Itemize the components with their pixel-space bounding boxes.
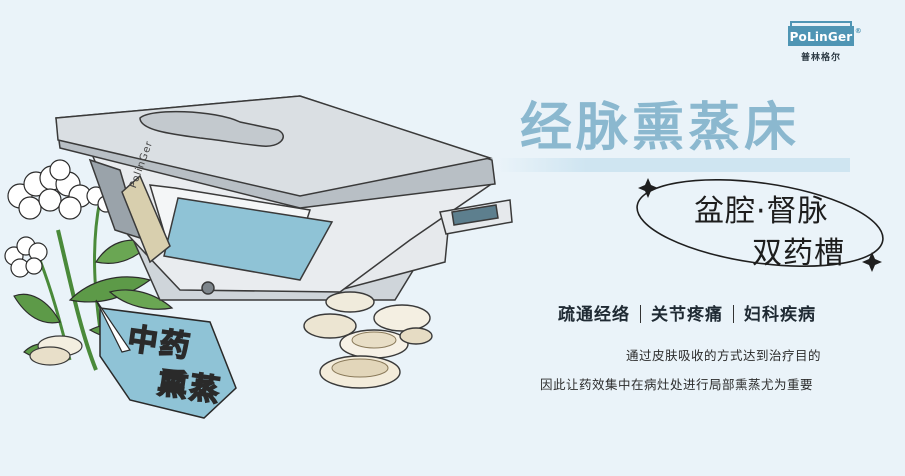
feature-item: 妇科疾病 xyxy=(744,305,816,325)
herbal-tag-shape xyxy=(95,299,237,419)
feature-item: 关节疼痛 xyxy=(651,305,723,325)
tag-text-line-1: 中药 xyxy=(125,321,195,366)
herb-slices-right xyxy=(303,291,433,389)
product-title: 经脉熏蒸床 xyxy=(520,98,801,158)
subtitle-line-2: 双药槽 xyxy=(752,236,845,271)
logo-chinese-name: 普林格尔 xyxy=(800,53,841,63)
feature-divider xyxy=(733,305,734,323)
tag-text-line-2: 熏蒸 xyxy=(155,365,225,410)
brand-logo[interactable]: PoLinGer ® 普林格尔 xyxy=(788,21,862,63)
feature-divider xyxy=(640,305,641,323)
herb-slices-left xyxy=(29,335,83,366)
title-underline-band xyxy=(498,158,850,172)
logo-text: PoLinGer xyxy=(789,30,853,44)
sparkle-icon xyxy=(862,252,882,272)
sparkle-icon xyxy=(638,178,658,198)
subtitle-line-1: 盆腔·督脉 xyxy=(694,194,829,229)
fumigation-bed xyxy=(55,95,513,301)
registered-mark: ® xyxy=(854,27,862,35)
feature-item: 疏通经络 xyxy=(558,305,630,325)
feature-list: 疏通经络 关节疼痛 妇科疾病 xyxy=(558,300,816,325)
description-line-1: 通过皮肤吸收的方式达到治疗目的 xyxy=(626,348,822,363)
subtitle-ellipse xyxy=(636,178,884,272)
description-line-2: 因此让药效集中在病灶处进行局部熏蒸尤为重要 xyxy=(540,377,814,392)
logo-badge: PoLinGer ® xyxy=(788,21,862,46)
